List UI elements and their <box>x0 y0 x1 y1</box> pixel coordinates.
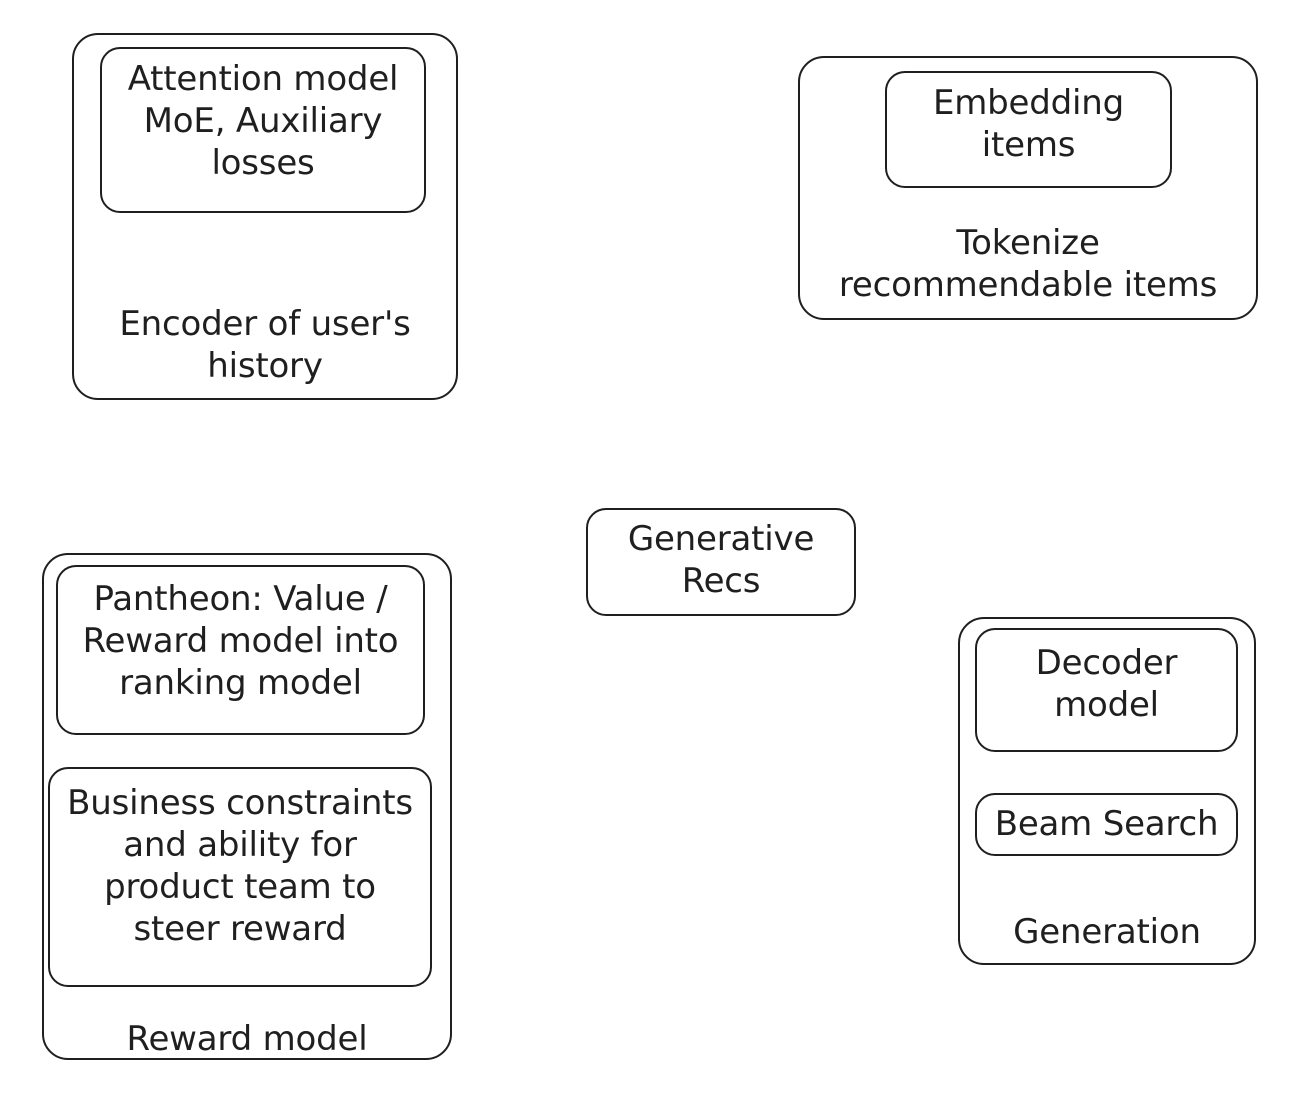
node-business-constraints[interactable] <box>48 767 432 987</box>
node-beam-search[interactable] <box>975 793 1238 856</box>
node-label-beam-search: Beam Search <box>994 804 1219 844</box>
node-label-embedding-items: Embedding items <box>932 83 1125 166</box>
node-label-business-constraints: Business constraints and ability for pro… <box>67 783 413 950</box>
node-label-reward-model: Reward model <box>126 1019 368 1059</box>
node-label-generation: Generation <box>1013 912 1201 952</box>
node-label-encoder-of-users-history: Encoder of user's history <box>119 304 411 387</box>
node-attention-model[interactable] <box>100 47 426 213</box>
node-label-pantheon-value-reward-model: Pantheon: Value / Reward model into rank… <box>82 579 399 704</box>
node-pantheon-value-reward-model[interactable] <box>56 565 425 735</box>
node-generative-recs[interactable] <box>586 508 856 616</box>
node-decoder-model[interactable] <box>975 628 1238 752</box>
node-label-attention-model: Attention model MoE, Auxiliary losses <box>127 59 399 184</box>
node-label-decoder-model: Decoder model <box>1035 643 1178 726</box>
node-label-generative-recs: Generative Recs <box>627 519 815 602</box>
node-embedding-items[interactable] <box>885 71 1172 188</box>
node-label-tokenize-recommendable-items: Tokenize recommendable items <box>838 223 1218 306</box>
